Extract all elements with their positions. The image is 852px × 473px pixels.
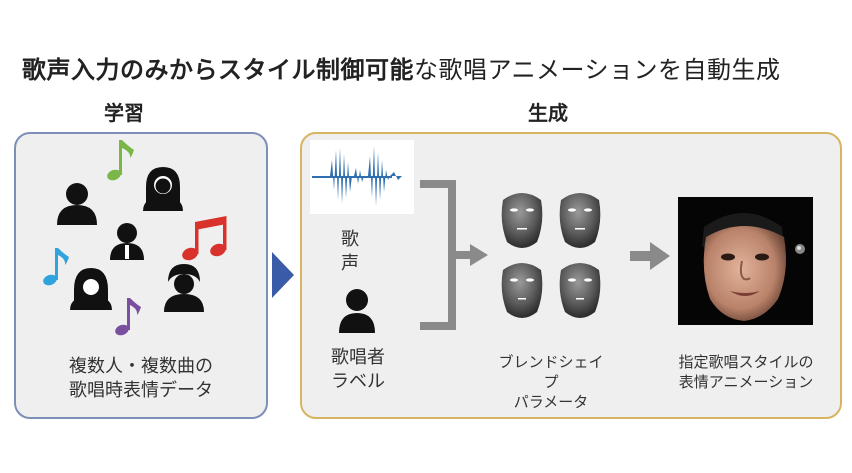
- face-mesh-icon: [501, 263, 543, 318]
- person-icon: [57, 183, 97, 225]
- big-arrow-icon: [272, 252, 294, 298]
- music-note-icon: [43, 248, 69, 286]
- singer-label-person-icon: [339, 289, 375, 333]
- blendshape-faces: [501, 193, 601, 318]
- voice-label-char-1: 歌: [341, 229, 359, 250]
- headline-part-1: 歌声入力のみから: [22, 56, 218, 84]
- learning-caption-line-1: 複数人・複数曲の: [69, 356, 213, 377]
- music-note-icon: [115, 298, 141, 336]
- blendshape-caption-line-2: プ: [543, 373, 559, 391]
- generation-title: 生成: [528, 101, 568, 125]
- voice-label: 歌 声: [338, 228, 362, 276]
- headline-part-2: スタイル制御可能: [218, 56, 414, 84]
- blendshape-caption-line-1: ブレンドシェイ: [498, 353, 604, 371]
- music-note-icon: [182, 216, 227, 261]
- learning-caption: 複数人・複数曲の 歌唱時表情データ: [16, 355, 266, 403]
- waveform-image: [310, 140, 414, 214]
- output-arrow-icon: [630, 242, 670, 270]
- singer-label-line-2: ラベル: [331, 371, 385, 392]
- output-caption-line-2: 表情アニメーション: [678, 373, 814, 391]
- rendered-face-icon: [702, 213, 805, 321]
- waveform-icon: [312, 146, 402, 206]
- woman-icon: [143, 167, 183, 211]
- voice-label-char-2: 声: [341, 253, 359, 274]
- output-caption: 指定歌唱スタイルの 表情アニメーション: [656, 352, 836, 392]
- singer-label-line-1: 歌唱者: [331, 347, 385, 368]
- learning-title: 学習: [104, 101, 144, 125]
- singer-label: 歌唱者 ラベル: [322, 346, 394, 394]
- learning-illustration: [43, 140, 227, 336]
- blendshape-caption: ブレンドシェイ プ パラメータ: [470, 352, 632, 412]
- face-mesh-icon: [501, 193, 543, 248]
- learning-caption-line-2: 歌唱時表情データ: [69, 380, 213, 401]
- blendshape-caption-line-3: パラメータ: [513, 393, 589, 411]
- face-mesh-icon: [559, 263, 601, 318]
- headline: 歌声入力のみからスタイル制御可能な歌唱アニメーションを自動生成: [22, 50, 781, 85]
- person-icon: [164, 264, 204, 312]
- face-mesh-icon: [559, 193, 601, 248]
- merge-arrow-icon: [420, 180, 488, 330]
- animated-face-image: [678, 197, 813, 325]
- headline-part-3: な歌唱アニメーションを自動生成: [414, 56, 781, 84]
- woman-icon: [70, 268, 112, 310]
- person-icon: [110, 223, 144, 260]
- music-note-icon: [107, 140, 134, 181]
- output-caption-line-1: 指定歌唱スタイルの: [678, 353, 814, 371]
